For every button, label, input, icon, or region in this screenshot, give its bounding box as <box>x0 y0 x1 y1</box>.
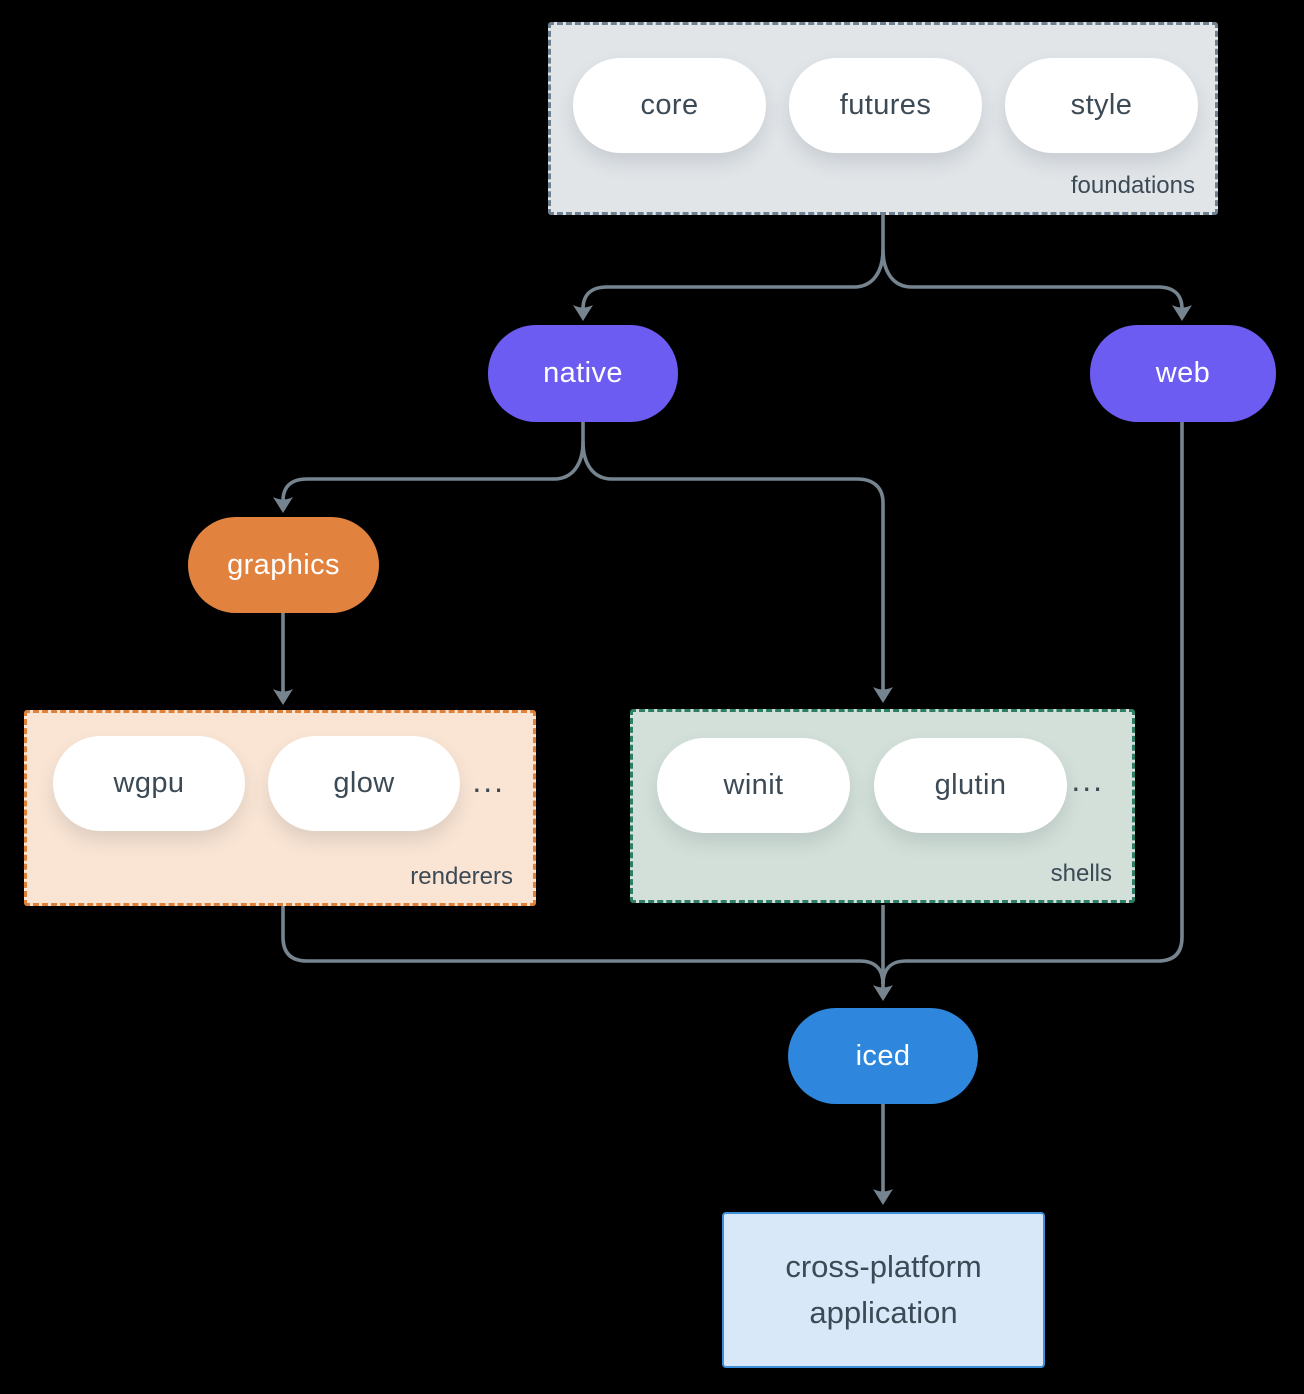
node-native: native <box>488 325 678 422</box>
group-label-foundations: foundations <box>1070 172 1195 199</box>
node-style-label: style <box>1070 89 1133 121</box>
node-web-label: web <box>1155 357 1211 389</box>
node-wgpu: wgpu <box>53 736 245 831</box>
node-web: web <box>1090 325 1276 422</box>
group-label-shells: shells <box>1050 860 1112 887</box>
node-wgpu-label: wgpu <box>113 767 185 799</box>
node-glutin-label: glutin <box>934 769 1007 801</box>
group-renderers: wgpu glow ... renderers <box>24 710 536 906</box>
group-shells: winit glutin ... shells <box>630 709 1135 903</box>
node-glow: glow <box>268 736 460 831</box>
node-iced: iced <box>788 1008 978 1104</box>
node-winit-label: winit <box>723 769 784 801</box>
ellipsis-shells: ... <box>1071 762 1104 798</box>
node-glow-label: glow <box>333 767 395 799</box>
node-graphics-label: graphics <box>227 548 340 581</box>
node-native-label: native <box>543 357 623 389</box>
node-winit: winit <box>657 738 850 833</box>
node-glutin: glutin <box>874 738 1067 833</box>
node-graphics: graphics <box>188 517 379 613</box>
group-label-renderers: renderers <box>410 863 513 890</box>
node-iced-label: iced <box>855 1039 911 1072</box>
node-core: core <box>573 58 766 153</box>
node-core-label: core <box>640 89 699 121</box>
node-application-label: cross-platform application <box>785 1249 982 1330</box>
group-foundations: core futures style foundations <box>548 22 1218 215</box>
node-application: cross-platform application <box>722 1212 1045 1368</box>
node-style: style <box>1005 58 1198 153</box>
ellipsis-renderers: ... <box>472 763 505 799</box>
node-futures: futures <box>789 58 982 153</box>
node-futures-label: futures <box>839 89 932 121</box>
